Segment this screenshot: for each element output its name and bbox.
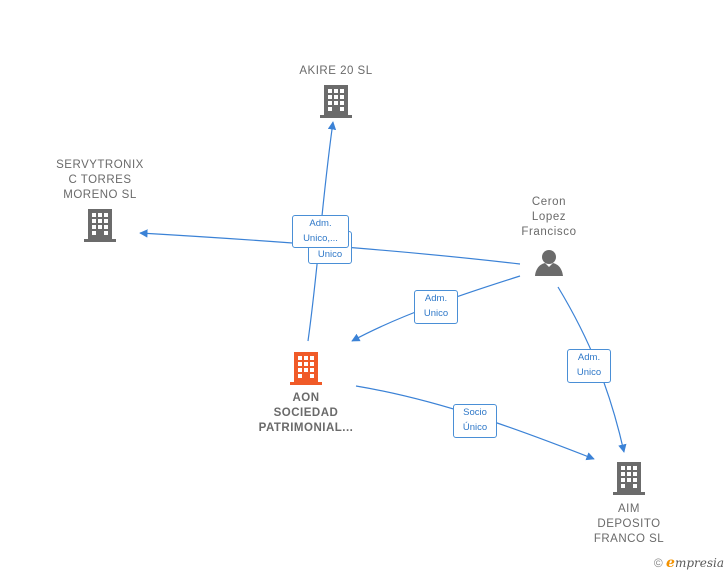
copyright-symbol: © [653,556,663,570]
building-icon [613,462,645,495]
empresia-brand: © empresia [654,555,724,571]
brand-logo: empresia [666,555,724,571]
node-aon[interactable]: AON SOCIEDAD PATRIMONIAL... [246,350,366,436]
node-ceron-label: Ceron Lopez Francisco [521,196,577,238]
edge-label-ceron-aim[interactable]: Adm. Unico [567,349,611,383]
node-akire-label: AKIRE 20 SL [299,65,373,77]
node-servytronix[interactable]: SERVYTRONIX C TORRES MORENO SL [38,158,162,243]
edge-label-aon-aim[interactable]: Socio Único [453,404,497,438]
person-icon [535,250,563,276]
building-icon [320,85,352,118]
node-servytronix-label: SERVYTRONIX C TORRES MORENO SL [56,159,144,201]
node-ceron[interactable]: Ceron Lopez Francisco [499,195,599,277]
node-aon-label: AON SOCIEDAD PATRIMONIAL... [258,392,354,434]
node-aim[interactable]: AIM DEPOSITO FRANCO SL [569,460,689,547]
building-icon [290,352,322,385]
edge-label-ceron-aon[interactable]: Adm. Unico [414,290,458,324]
building-icon [84,209,116,242]
edge-label-aon-akire[interactable]: Adm. Unico,... [292,215,349,248]
node-aim-label: AIM DEPOSITO FRANCO SL [593,503,665,545]
node-akire[interactable]: AKIRE 20 SL [276,64,396,119]
